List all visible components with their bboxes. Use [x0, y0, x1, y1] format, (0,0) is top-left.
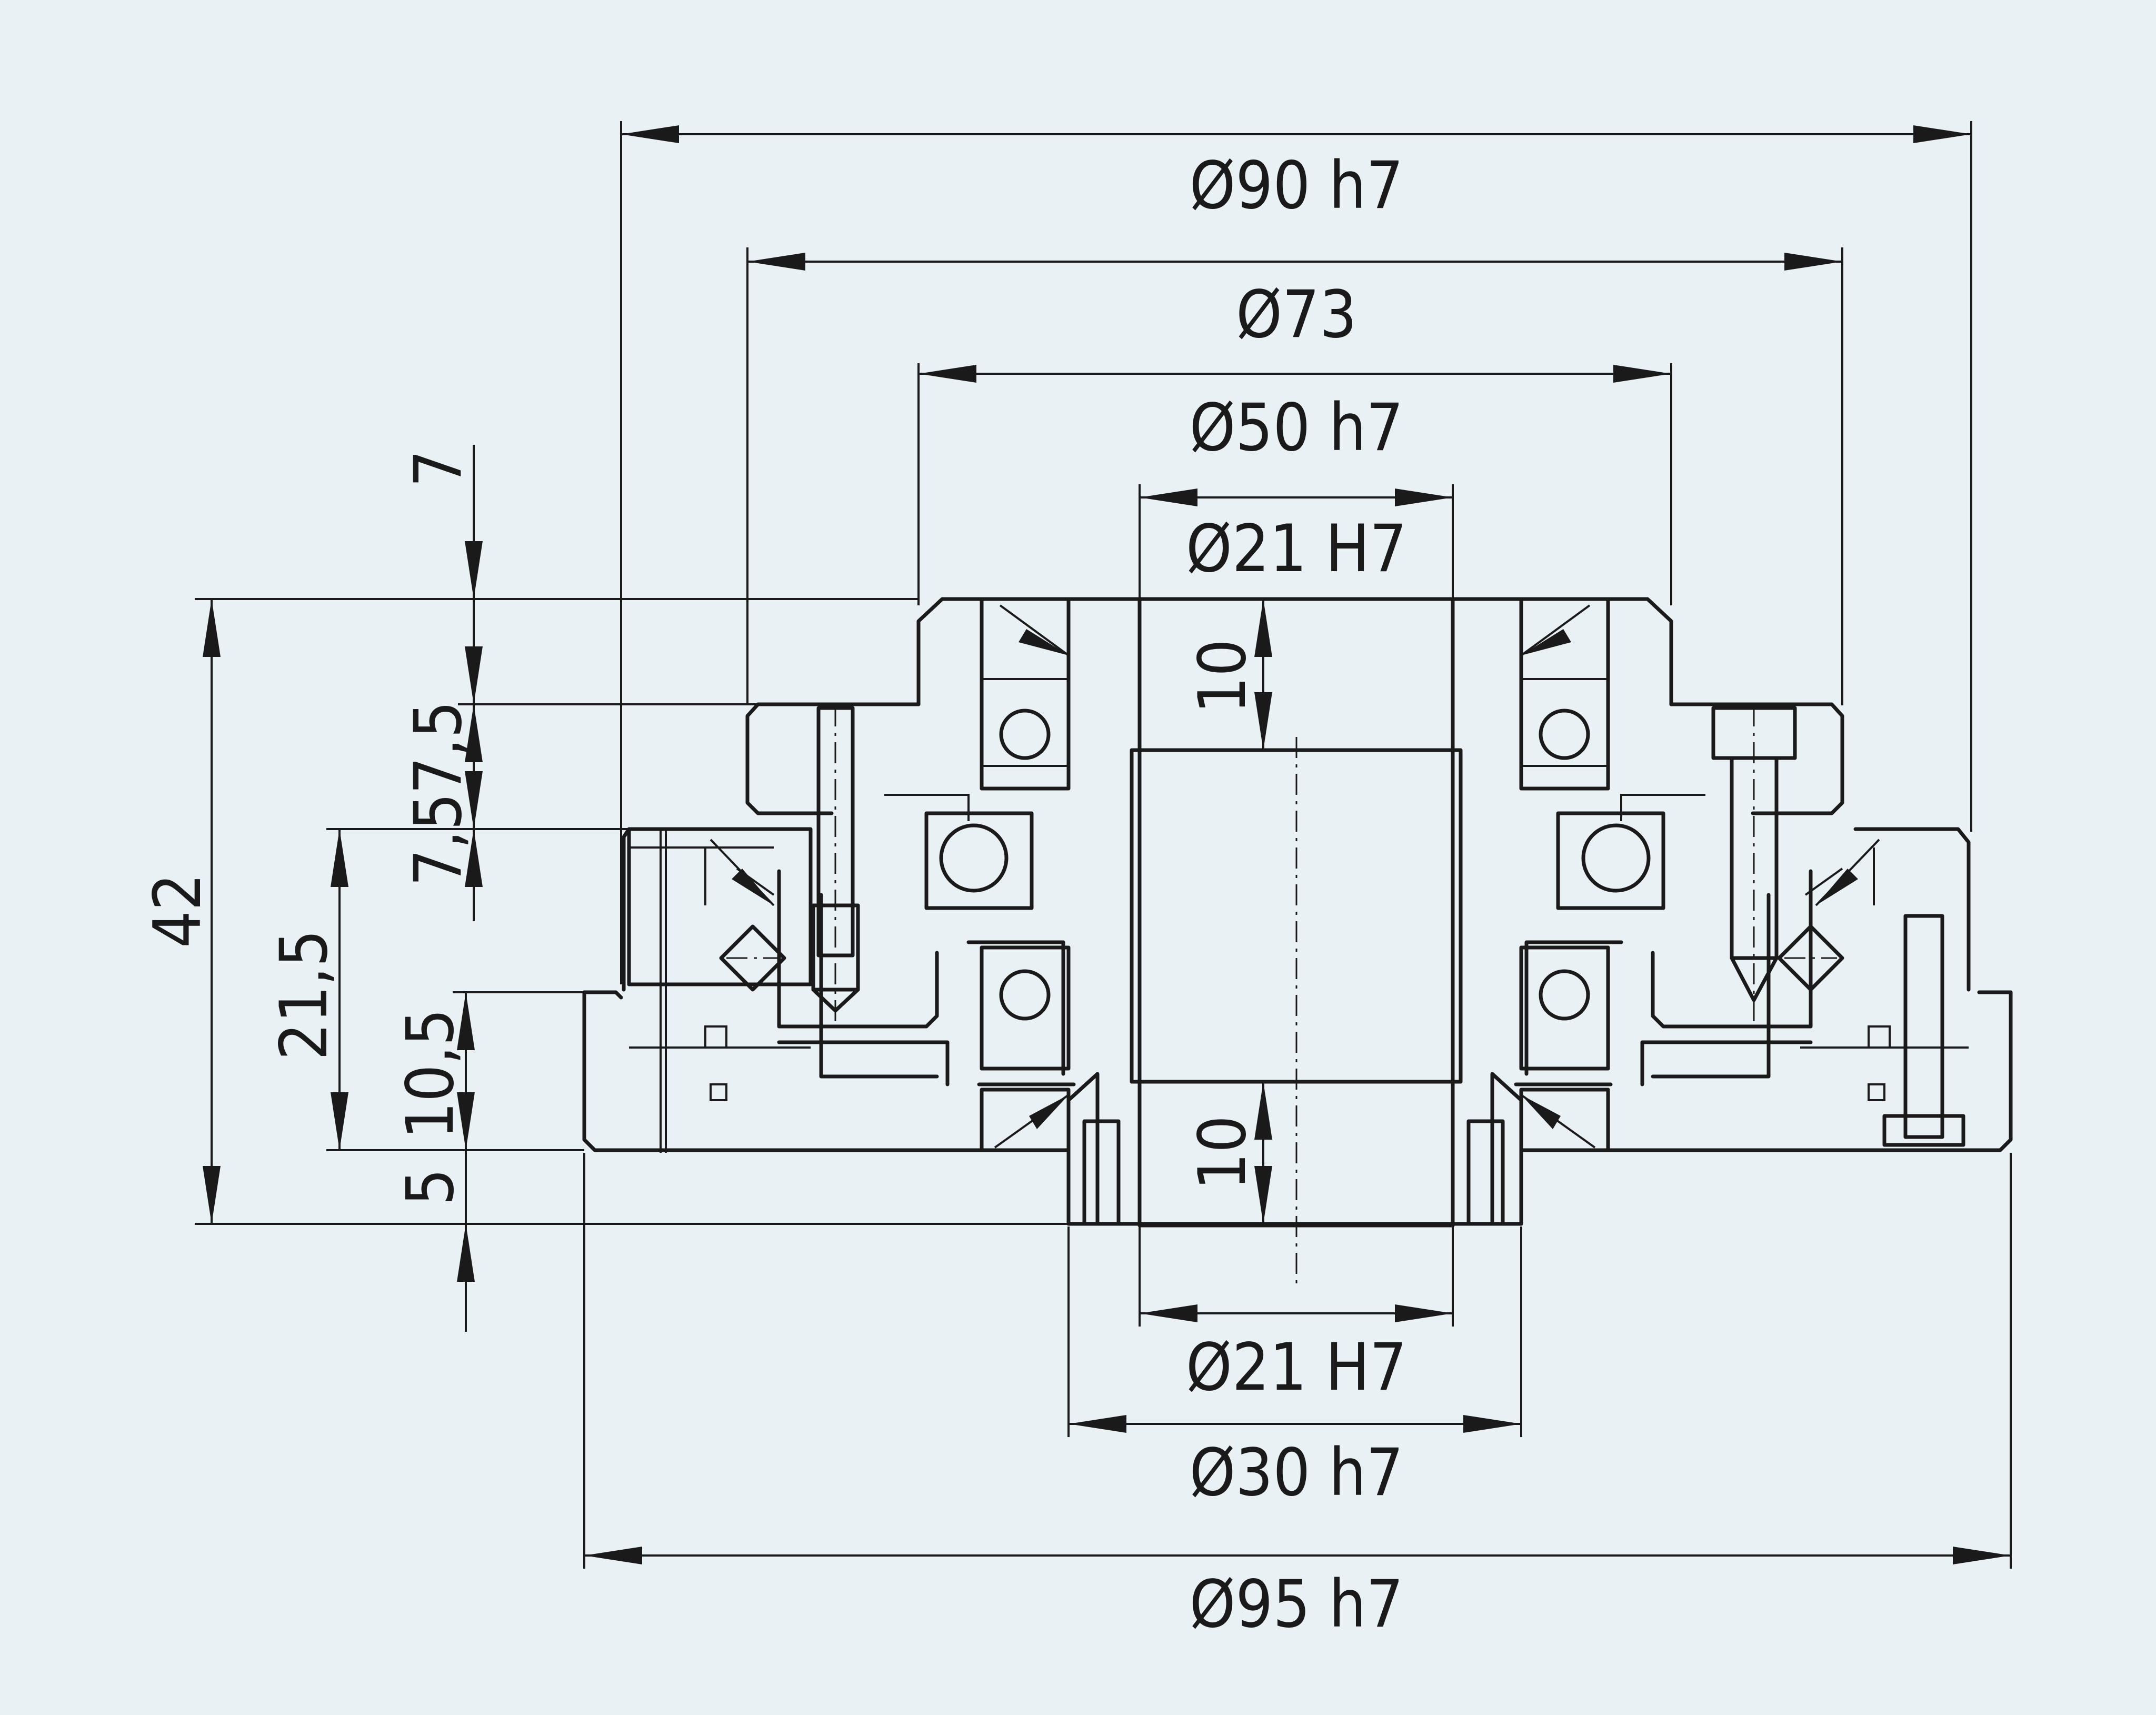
dim-label-7-5-lower: 7,5	[401, 793, 476, 886]
center-lines	[726, 705, 1837, 1290]
dim-label-d21-top: Ø21 H7	[1186, 511, 1407, 587]
dim-label-d95: Ø95 h7	[1190, 1567, 1404, 1642]
part-outline	[582, 597, 2013, 1228]
dim-label-d73: Ø73	[1236, 277, 1357, 353]
dim-label-d30: Ø30 h7	[1190, 1435, 1404, 1511]
dim-label-42: 42	[140, 873, 216, 948]
dim-label-7-5-upper: 7,5	[401, 701, 476, 794]
dim-label-d90: Ø90 h7	[1190, 148, 1404, 224]
dimension-labels: Ø90 h7 Ø73 Ø50 h7 Ø21 H7 Ø21 H7 Ø30 h7 Ø…	[140, 148, 1407, 1642]
bearings	[704, 597, 1875, 1152]
dim-label-10-bottom: 10	[1185, 1115, 1261, 1190]
dimension-lines	[203, 125, 2011, 1564]
dim-label-d21-bottom: Ø21 H7	[1186, 1330, 1407, 1405]
fasteners	[704, 706, 1965, 1226]
dim-label-10-top: 10	[1185, 639, 1261, 714]
dim-label-d50: Ø50 h7	[1190, 390, 1404, 466]
dim-label-21-5: 21,5	[266, 930, 342, 1060]
dim-label-7: 7	[401, 450, 476, 487]
extension-lines	[195, 121, 2012, 1569]
dim-label-5: 5	[393, 1169, 468, 1206]
dim-label-10-5: 10,5	[393, 1009, 468, 1139]
